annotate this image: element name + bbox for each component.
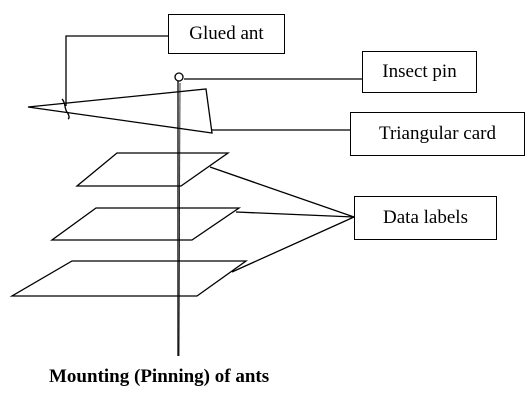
figure-caption: Mounting (Pinning) of ants: [49, 366, 270, 387]
triangular-card: [27, 88, 213, 134]
label-glued-ant: Glued ant: [168, 14, 285, 54]
data-label-card-bottom: [9, 260, 249, 297]
glued-ant-icon: [61, 98, 70, 120]
leader-data-label-middle: [235, 211, 355, 218]
label-insect-pin: Insect pin: [362, 51, 477, 93]
label-data-labels: Data labels: [354, 196, 497, 240]
label-triangular-card: Triangular card: [350, 112, 525, 156]
leader-glued-ant: [65, 35, 168, 106]
data-label-card-middle: [50, 207, 242, 241]
leader-data-label-bottom: [231, 216, 355, 273]
data-label-card-top: [75, 152, 231, 187]
leader-data-label-top: [209, 166, 355, 218]
insect-pin-shaft-edge: [178, 82, 181, 357]
insect-pin-head: [174, 72, 184, 82]
